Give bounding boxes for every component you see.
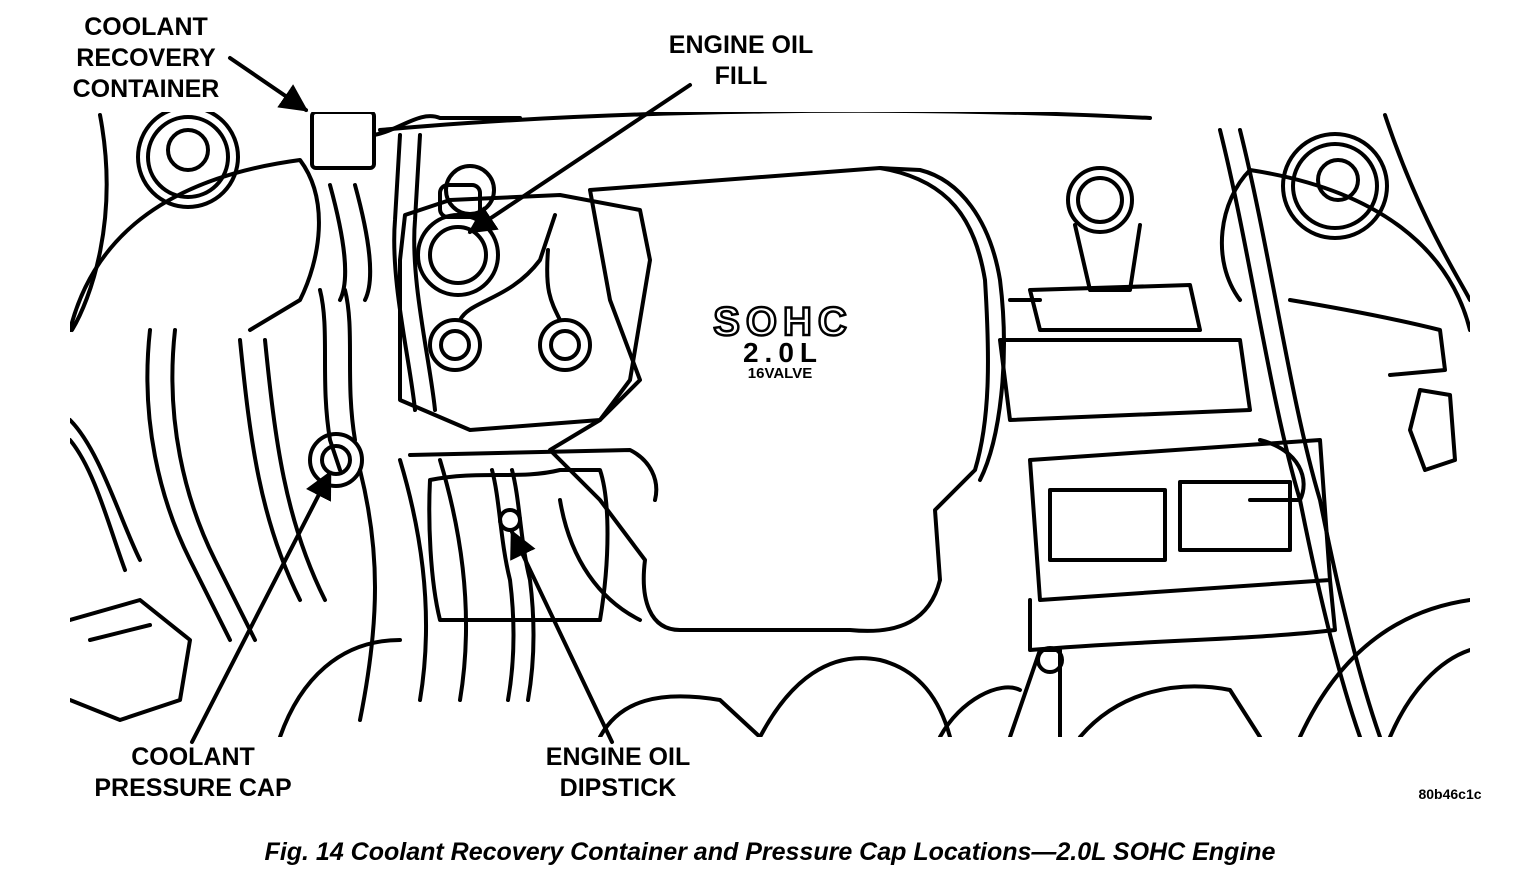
leader-coolant-recovery-container [228, 56, 309, 112]
engine-cover [548, 166, 990, 633]
leader-coolant-pressure-cap [190, 470, 332, 744]
cylinder-head [398, 193, 652, 432]
leader-engine-oil-fill [467, 83, 692, 234]
right-strut-tower [1219, 168, 1470, 332]
image-code: 80b46c1c [1418, 786, 1482, 802]
engine-cover-label-valves: 16VALVE [748, 365, 812, 382]
coolant-recovery-container [310, 112, 376, 170]
spark-plug-boot [428, 318, 482, 372]
engine-cover-label-sohc: SOHC [713, 300, 853, 344]
coolant-pressure-cap-label: COOLANT PRESSURE CAP [94, 743, 292, 802]
leader-engine-oil-dipstick [510, 529, 614, 744]
left-strut-mount [136, 112, 240, 209]
air-intake-duct [998, 338, 1252, 422]
upper-radiator-hose [318, 288, 342, 472]
engine-oil-dipstick [490, 468, 516, 702]
right-strut-mount [1281, 132, 1389, 240]
coolant-pressure-cap [308, 432, 364, 488]
coolant-recovery-container-label: COOLANT RECOVERY CONTAINER [72, 13, 220, 103]
engine-oil-dipstick-label: ENGINE OIL DIPSTICK [545, 743, 691, 802]
engine-oil-fill-label: ENGINE OIL FILL [668, 31, 814, 90]
engine-cover-label-displacement: 2.0L [743, 337, 823, 368]
figure-caption: Fig. 14 Coolant Recovery Container and P… [264, 838, 1276, 866]
